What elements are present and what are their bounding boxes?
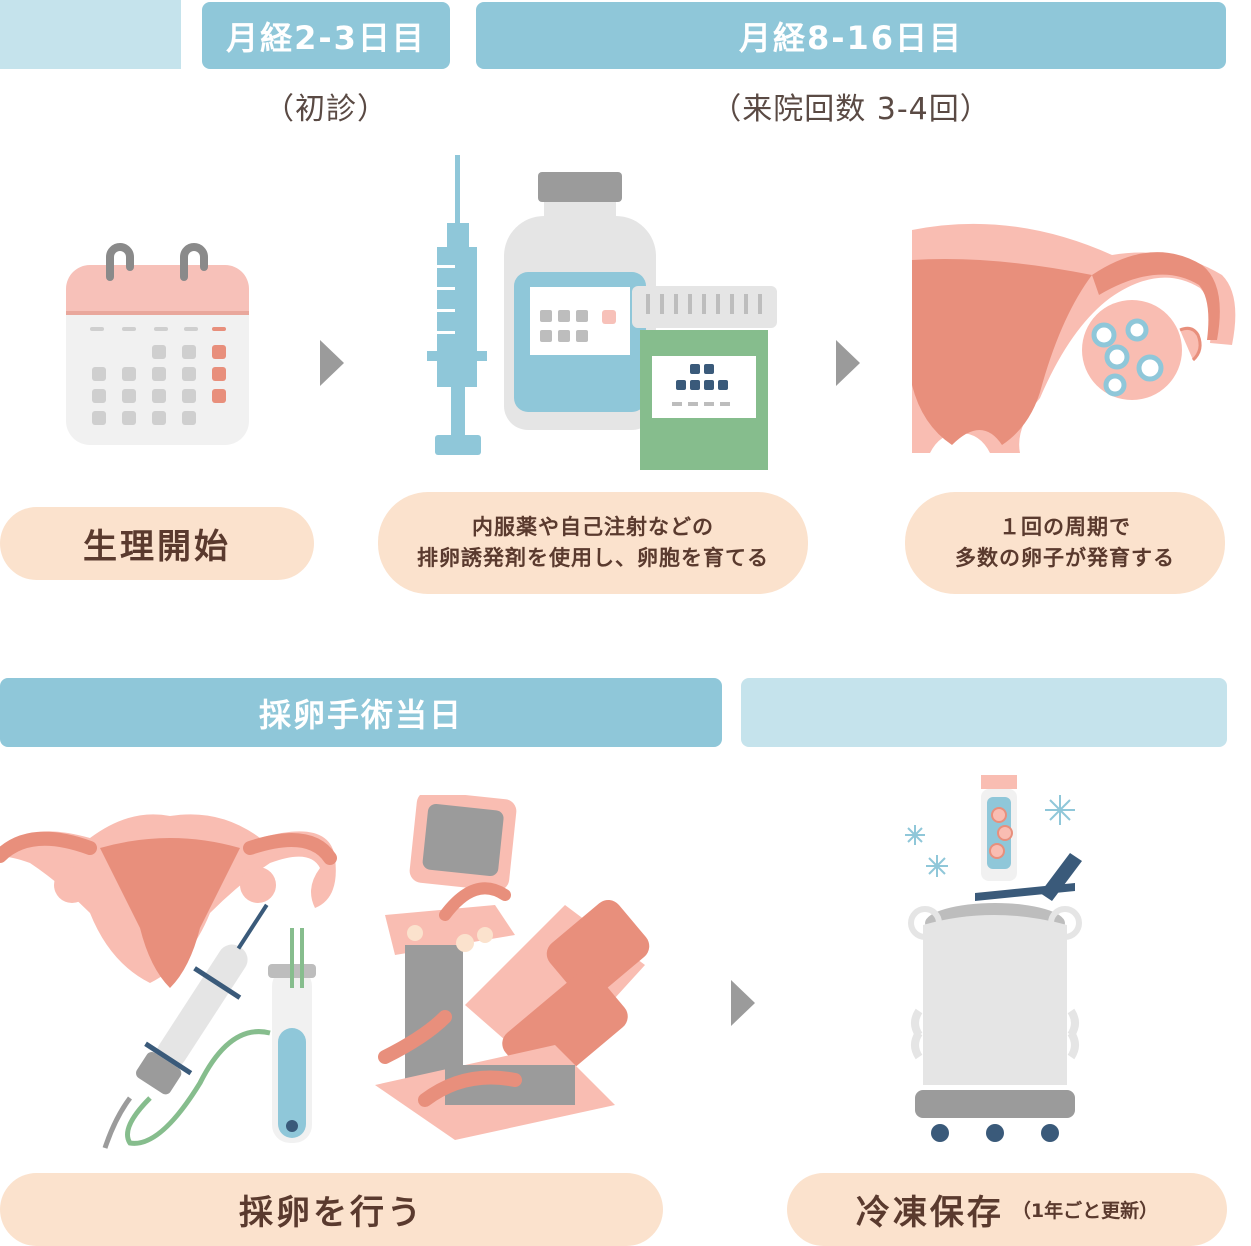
- stage5-caption-note: （1年ごと更新）: [1011, 1200, 1159, 1222]
- stage5-caption-pill: 冷凍保存 （1年ごと更新）: [787, 1173, 1227, 1246]
- arrow-1: [320, 340, 344, 386]
- stage2-header-label: 月経8-16日目: [738, 18, 964, 57]
- stage5-caption: 冷凍保存: [855, 1193, 1004, 1233]
- stage3-caption-line2: 多数の卵子が発育する: [955, 546, 1175, 570]
- stage4-header: 採卵手術当日: [0, 678, 722, 747]
- stage2-subtitle: （来院回数 3-4回）: [711, 92, 991, 127]
- freezer-tank-icon: [905, 775, 1082, 1142]
- stage1-header-label: 月経2-3日目: [226, 18, 426, 57]
- arrow-2: [836, 340, 860, 386]
- arrow-3: [731, 980, 755, 1026]
- test-tube-icon: [981, 775, 1017, 881]
- stage3-caption-pill: １回の周期で 多数の卵子が発育する: [905, 492, 1225, 594]
- stage1-subtitle: （初診）: [264, 92, 388, 127]
- stage2-header: 月経8-16日目: [476, 2, 1226, 69]
- stage1-header: 月経2-3日目: [202, 2, 450, 69]
- stage4-caption-pill: 採卵を行う: [0, 1173, 663, 1246]
- stage4-caption: 採卵を行う: [239, 1193, 424, 1233]
- stage1-caption-pill: 生理開始: [0, 507, 314, 580]
- stage0-header-bar: [0, 0, 181, 69]
- pill-bottle-icon: [632, 286, 777, 470]
- stage3-caption-line1: １回の周期で: [999, 515, 1131, 539]
- snowflake-icon: [905, 795, 1075, 877]
- stage1-caption: 生理開始: [83, 527, 231, 567]
- stage2-caption-pill: 内服薬や自己注射などの 排卵誘発剤を使用し、卵胞を育てる: [378, 492, 808, 594]
- calendar-icon: [66, 243, 249, 445]
- egg-retrieval-icon: [0, 814, 337, 1149]
- stage5-header-bar: [741, 678, 1227, 747]
- syringe-icon: [427, 155, 487, 455]
- stage2-caption-line2: 排卵誘発剤を使用し、卵胞を育てる: [417, 546, 769, 570]
- stage2-caption-line1: 内服薬や自己注射などの: [472, 515, 714, 539]
- exam-chair-icon: [375, 795, 650, 1140]
- stage4-header-label: 採卵手術当日: [258, 695, 463, 734]
- medicine-bottle-icon: [504, 172, 656, 430]
- uterus-ovary-icon: [912, 223, 1236, 453]
